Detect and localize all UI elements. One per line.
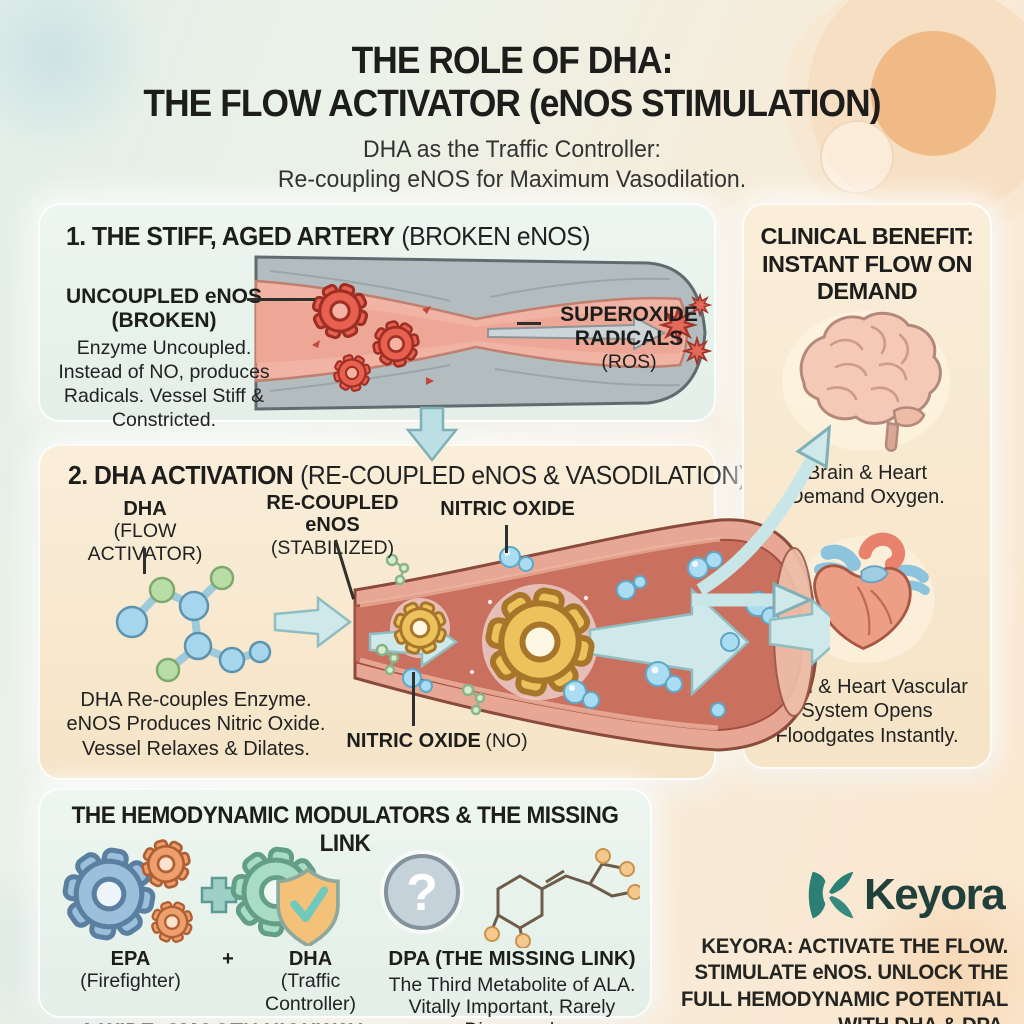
dpa-line2: Vitally Important, Rarely Discussed.	[408, 996, 616, 1024]
enos-label-sub: (STABILIZED)	[270, 536, 395, 559]
dha-name: DHA	[288, 948, 333, 970]
superoxide-leader-line	[517, 322, 541, 325]
dpa-title: DPA (THE MISSING LINK)	[388, 947, 636, 970]
section2-heading-main: 2. DHA ACTIVATION	[68, 460, 294, 490]
dha-label: DHA (FLOW ACTIVATOR)	[60, 498, 230, 565]
page-subtitle-line1: DHA as the Traffic Controller:	[363, 136, 661, 164]
section2-heading: 2. DHA ACTIVATION (RE-COUPLED eNOS & VAS…	[68, 460, 747, 491]
footer-tagline-prefix: KEYORA:	[701, 935, 794, 958]
section1-panel: 1. THE STIFF, AGED ARTERY (BROKEN eNOS) …	[38, 203, 716, 431]
plus-sign: +	[222, 948, 234, 970]
dha-molecule-icon	[128, 574, 264, 674]
epa-dha-labels: EPA + DHA (Firefighter) (Traffic Control…	[58, 948, 370, 1024]
enos-label-title: RE-COUPLED eNOS	[266, 492, 399, 537]
clinical-heading: CLINICAL BENEFIT: INSTANT FLOW ON DEMAND	[760, 223, 974, 305]
superoxide-line3: (ROS)	[601, 351, 657, 374]
footer-tagline-text: ACTIVATE THE FLOW. STIMULATE eNOS. UNLOC…	[680, 935, 1008, 1024]
section1-heading: 1. THE STIFF, AGED ARTERY (BROKEN eNOS)	[66, 221, 591, 252]
dpa-icons: ?	[380, 848, 640, 948]
entry-flow-arrow	[273, 595, 353, 649]
epa-dha-result: = A WIDE, SMOOTH HIGHWAY.	[58, 1020, 370, 1024]
epa-role: (Firefighter)	[80, 970, 181, 993]
heart-icon	[795, 532, 935, 664]
stiff-artery-illustration	[254, 255, 711, 411]
shield-check-icon	[276, 867, 340, 946]
nitric-oxide-label: NITRIC OXIDE	[435, 498, 580, 520]
nitric-oxide-footnote: NITRIC OXIDE (NO)	[322, 730, 552, 752]
question-mark-glyph: ?	[406, 864, 438, 922]
dpa-line1: The Third Metabolite of ALA.	[388, 973, 636, 996]
epa-name: EPA	[110, 948, 151, 970]
section1-heading-main: 1. THE STIFF, AGED ARTERY	[66, 221, 395, 251]
keyora-logo-icon	[808, 871, 854, 919]
uncoupled-enos-leader-line	[247, 298, 315, 301]
superoxide-line1: SUPEROXIDE	[560, 303, 698, 326]
dha-role: (Traffic Controller)	[264, 970, 357, 1015]
question-mark-icon	[384, 854, 460, 930]
keyora-logo: Keyora	[802, 866, 1006, 924]
flow-arrow-large	[588, 587, 750, 697]
no-footnote-bold: NITRIC OXIDE	[346, 730, 481, 752]
section2-panel: 2. DHA ACTIVATION (RE-COUPLED eNOS & VAS…	[38, 444, 830, 780]
uncoupled-enos-title: UNCOUPLED eNOS	[65, 285, 263, 308]
section2-body: DHA Re-couples Enzyme. eNOS Produces Nit…	[66, 689, 326, 760]
page-title-line1: THE ROLE OF DHA:	[351, 40, 674, 82]
uncoupled-enos-body: Enzyme Uncoupled. Instead of NO, produce…	[58, 337, 270, 431]
page-title-line2: THE FLOW ACTIVATOR (eNOS STIMULATION)	[143, 82, 881, 125]
heart-caption: Brain & Heart Vascular System Opens Floo…	[766, 676, 968, 747]
modulators-panel: THE HEMODYNAMIC MODULATORS & THE MISSING…	[38, 788, 652, 1024]
page-subtitle-line2: Re-coupling eNOS for Maximum Vasodilatio…	[277, 166, 747, 194]
nitric-oxide-leader-line	[505, 525, 508, 553]
superoxide-line2: RADICALS	[574, 327, 684, 351]
keyora-wordmark: Keyora	[864, 870, 1006, 919]
brain-icon	[782, 311, 950, 452]
no-footnote-leader-line	[412, 672, 415, 726]
dha-label-title: DHA	[123, 498, 167, 520]
section2-heading-paren: (RE-COUPLED eNOS & VASODILATION)	[300, 460, 747, 490]
dpa-text: DPA (THE MISSING LINK) The Third Metabol…	[362, 947, 662, 1024]
cofactor-molecules	[375, 553, 486, 716]
recoupled-enos-label: RE-COUPLED eNOS (STABILIZED)	[240, 492, 425, 559]
epa-dha-gears-icon	[54, 836, 340, 946]
footer-tagline: KEYORA: ACTIVATE THE FLOW. STIMULATE eNO…	[651, 934, 1008, 1024]
section1-heading-paren: (BROKEN eNOS)	[401, 221, 591, 251]
plus-icon	[200, 876, 238, 914]
uncoupled-enos-callout: UNCOUPLED eNOS (BROKEN) Enzyme Uncoupled…	[54, 285, 274, 432]
superoxide-callout: SUPEROXIDE RADICALS (ROS)	[538, 303, 720, 374]
no-footnote-paren: (NO)	[485, 730, 528, 752]
dha-leader-line	[143, 548, 146, 574]
nitric-oxide-label-title: NITRIC OXIDE	[440, 498, 575, 520]
dpa-molecule-icon	[490, 862, 633, 939]
brain-caption: Brain & Heart Demand Oxygen.	[789, 462, 945, 509]
title-block: THE ROLE OF DHA: THE FLOW ACTIVATOR (eNO…	[0, 40, 1024, 195]
uncoupled-enos-subtitle: (BROKEN)	[111, 309, 217, 333]
modulators-heading: THE HEMODYNAMIC MODULATORS & THE MISSING…	[71, 802, 619, 857]
